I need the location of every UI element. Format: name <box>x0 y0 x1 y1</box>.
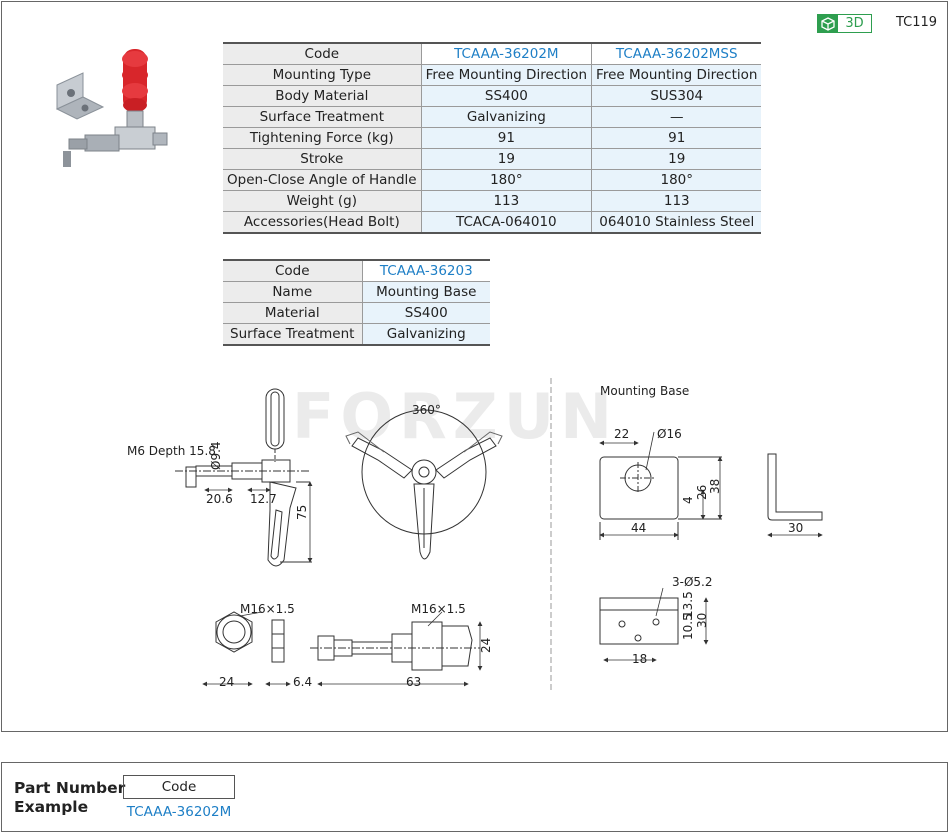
dim-6-4: 6.4 <box>293 675 312 689</box>
row-label: Tightening Force (kg) <box>223 127 422 149</box>
dim-18: 18 <box>632 652 647 666</box>
row-label: Weight (g) <box>223 190 422 212</box>
product-frame <box>1 1 948 732</box>
technical-drawing: FORZUN <box>127 378 823 690</box>
handle-grip-illustration <box>122 49 148 112</box>
example-code-link[interactable]: TCAAA-36202M <box>126 804 232 820</box>
cell-value: Free Mounting Direction <box>420 64 593 86</box>
dim-10-5: 10.5 <box>681 613 695 640</box>
3d-model-button[interactable]: 3D <box>817 14 872 33</box>
mounting-base-bottom <box>599 597 679 645</box>
cell-value: 113 <box>420 190 593 212</box>
code-header-box: Code <box>123 775 235 799</box>
product-code-link[interactable]: TCAAA-36202MSS <box>591 42 762 65</box>
row-label: Code <box>223 259 363 282</box>
row-label: Body Material <box>223 85 422 107</box>
part-number-title-line2: Example <box>14 798 89 816</box>
dim-360: 360° <box>412 403 441 417</box>
page-id: TC119 <box>896 15 938 30</box>
dim-75: 75 <box>295 505 309 520</box>
product-photo <box>55 49 168 167</box>
dim-24-plunger: 24 <box>479 638 493 653</box>
row-label: Material <box>223 302 363 324</box>
cell-value: 91 <box>420 127 593 149</box>
part-number-frame <box>1 762 948 832</box>
part-number-title-line1: Part Number <box>14 779 126 797</box>
cell-value: 064010 Stainless Steel <box>591 211 762 234</box>
row-label: Name <box>223 281 363 303</box>
dim-13-5: 13.5 <box>681 591 695 618</box>
cell-value: Free Mounting Direction <box>591 64 762 86</box>
row-label: Surface Treatment <box>223 323 363 346</box>
clamp-side-view <box>175 388 312 567</box>
row-label: Stroke <box>223 148 422 170</box>
cell-value: SS400 <box>361 302 490 324</box>
clamp-body-illustration <box>63 110 168 167</box>
product-code-link[interactable]: TCAAA-36202M <box>420 42 593 65</box>
dim-m16-nut: M16×1.5 <box>240 602 295 616</box>
dim-m16-plunger: M16×1.5 <box>411 602 466 616</box>
watermark: FORZUN <box>292 380 618 453</box>
cube-icon <box>818 15 838 32</box>
dim-30-side: 30 <box>788 521 803 535</box>
dim-22: 22 <box>614 427 629 441</box>
row-label: Accessories(Head Bolt) <box>223 211 422 234</box>
cell-value: 113 <box>591 190 762 212</box>
dim-63: 63 <box>406 675 421 689</box>
3d-label: 3D <box>845 16 864 31</box>
dim-30-bottom: 30 <box>695 613 709 628</box>
dim-d9-4: Ø9.4 <box>209 441 223 470</box>
mounting-base-side <box>767 453 823 521</box>
dim-4: 4 <box>681 496 695 504</box>
mounting-bracket-illustration <box>55 72 105 120</box>
row-label: Open-Close Angle of Handle <box>223 169 422 191</box>
mounting-base-title: Mounting Base <box>600 384 689 398</box>
nut-front-view <box>215 611 285 663</box>
cell-value: Galvanizing <box>361 323 490 346</box>
cell-value: Mounting Base <box>361 281 490 303</box>
cell-value: 180° <box>591 169 762 191</box>
cell-value: Galvanizing <box>420 106 593 128</box>
dim-20-6: 20.6 <box>206 492 233 506</box>
dim-26: 26 <box>695 485 709 500</box>
dim-44: 44 <box>631 521 646 535</box>
part-number-title: Part Number Example <box>14 779 125 817</box>
dim-12-7: 12.7 <box>250 492 277 506</box>
cell-value: 91 <box>591 127 762 149</box>
dim-38: 38 <box>708 479 722 494</box>
clamp-rotation-view <box>345 409 503 560</box>
dim-24-nut: 24 <box>219 675 234 689</box>
dim-holes: 3-Ø5.2 <box>672 575 713 589</box>
dim-m6-depth: M6 Depth 15.8 <box>127 444 216 458</box>
cell-value: TCACA-064010 <box>420 211 593 234</box>
dim-d16: Ø16 <box>657 427 682 441</box>
plunger-side-view <box>310 621 480 671</box>
row-label: Surface Treatment <box>223 106 422 128</box>
